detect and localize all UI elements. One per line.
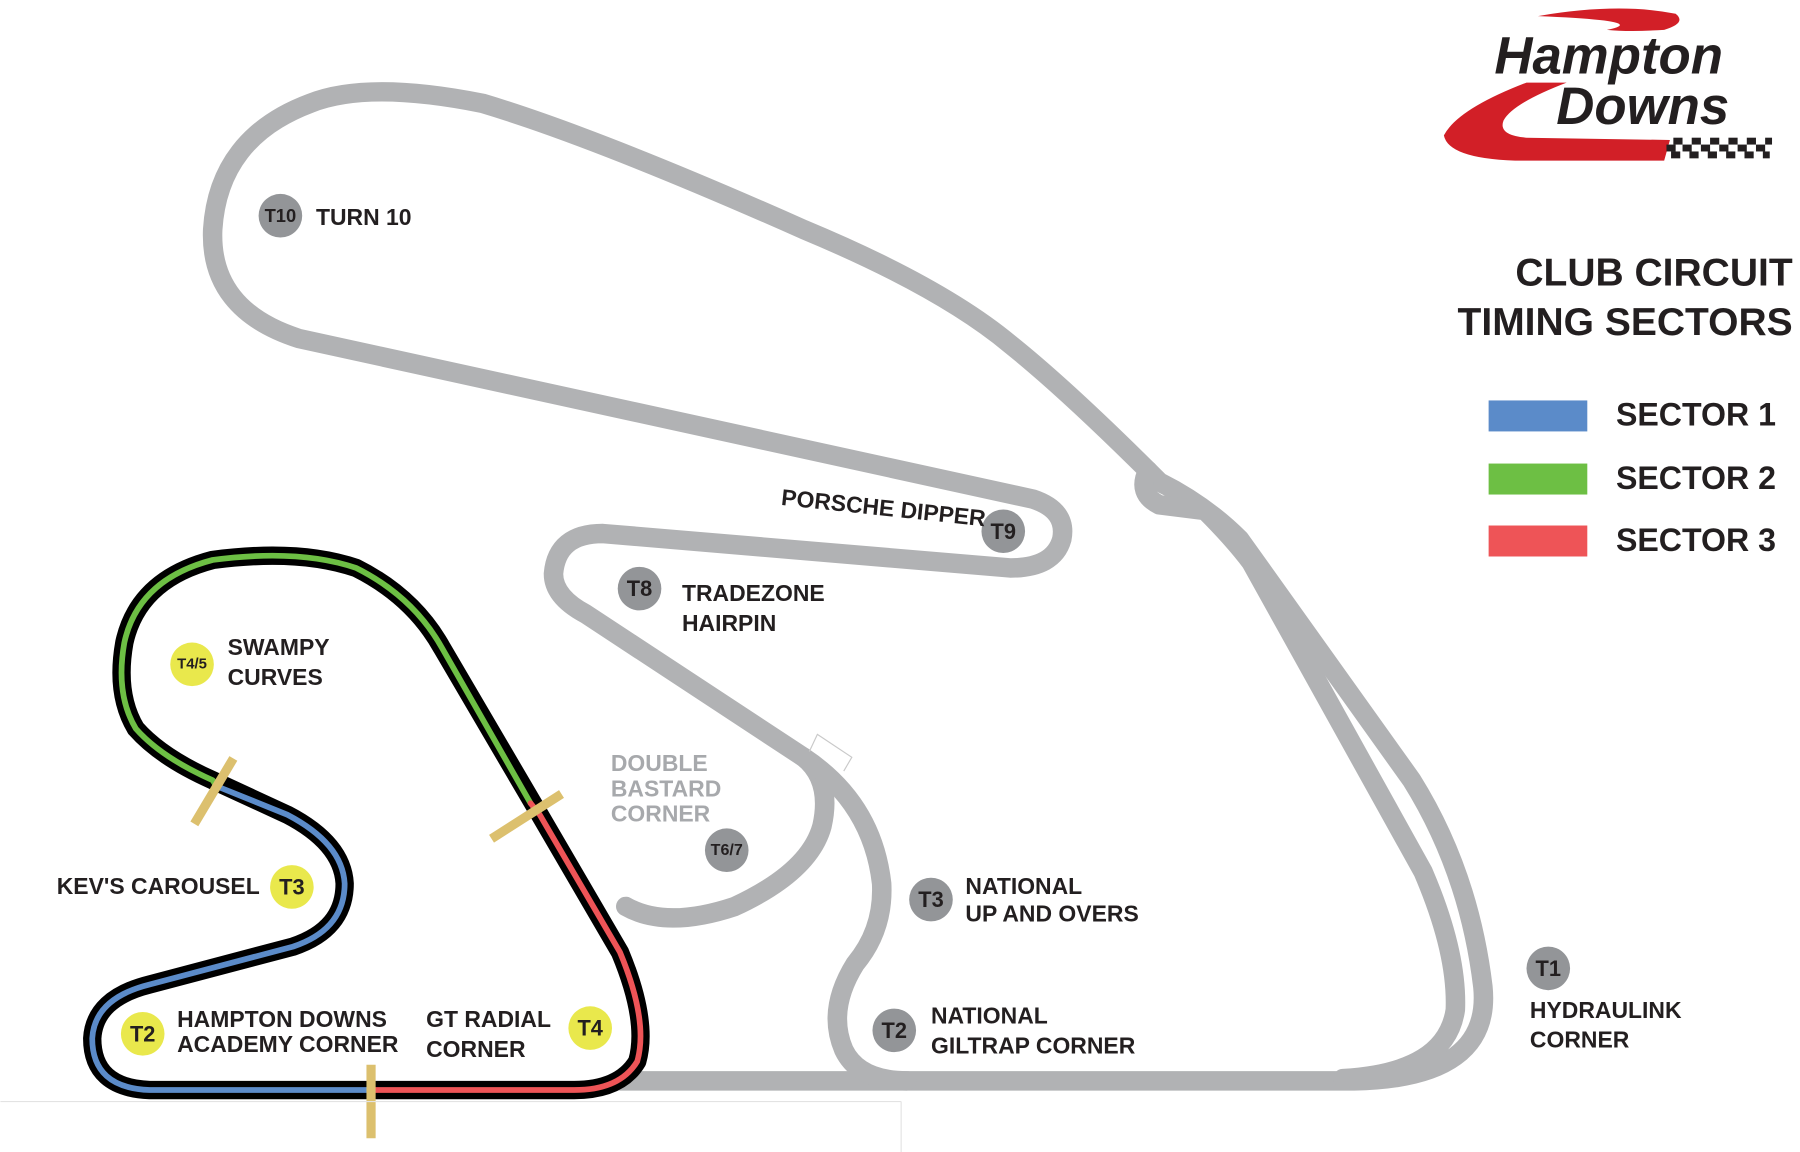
- badge-label: T3: [279, 874, 304, 899]
- sector-3-swatch: [1488, 525, 1588, 557]
- badge-t45: [170, 642, 214, 687]
- corner-t8: T8 TRADEZONE HAIRPIN: [617, 566, 825, 636]
- corner-t2-national: T2 NATIONAL GILTRAP CORNER: [872, 1002, 1136, 1058]
- logo-text: Hampton: [1494, 26, 1723, 85]
- badge-label: T9: [991, 519, 1016, 544]
- badge-label: T8: [627, 576, 652, 601]
- checkered-flag-icon: [1666, 137, 1773, 159]
- legend-item-sector-2: SECTOR 2: [1488, 460, 1776, 496]
- badge-t3: [270, 865, 314, 909]
- corner-name: NATIONAL: [931, 1002, 1048, 1028]
- corner-t3-national: T3 NATIONAL UP AND OVERS: [909, 873, 1139, 926]
- badge-t9: [981, 509, 1026, 554]
- badge-label: T3: [918, 887, 943, 912]
- hampton-downs-logo: Hampton Downs: [1443, 8, 1773, 161]
- corner-name: GILTRAP CORNER: [931, 1032, 1136, 1058]
- badge-t10: [258, 193, 303, 238]
- corner-name: SWAMPY: [228, 634, 330, 660]
- corner-name: UP AND OVERS: [965, 900, 1138, 926]
- badge-label: T4: [577, 1016, 602, 1041]
- badge-label: T10: [265, 205, 297, 226]
- sector-2-swatch: [1488, 463, 1588, 495]
- legend-label: SECTOR 1: [1616, 397, 1776, 433]
- badge-t2: [120, 1012, 165, 1056]
- legend-label: SECTOR 3: [1616, 522, 1776, 558]
- club-circuit: [83, 546, 650, 1100]
- corner-name: CORNER: [1530, 1027, 1630, 1053]
- corner-name: ACADEMY CORNER: [177, 1031, 399, 1057]
- badge-label: T6/7: [711, 841, 743, 859]
- sector-1-path: [89, 783, 373, 1093]
- corner-t1: T1 HYDRAULINK CORNER: [1526, 946, 1682, 1053]
- legend-item-sector-1: SECTOR 1: [1488, 397, 1776, 433]
- badge-label: T2: [882, 1018, 907, 1043]
- club-corner-t2: T2 HAMPTON DOWNS ACADEMY CORNER: [120, 1006, 399, 1057]
- corner-name: HAIRPIN: [682, 610, 776, 636]
- corner-name: NATIONAL: [965, 873, 1082, 899]
- map-title-line2: TIMING SECTORS: [1458, 301, 1793, 344]
- legend-label: SECTOR 2: [1616, 460, 1776, 496]
- badge-t3-national: [909, 877, 953, 922]
- legend: SECTOR 1 SECTOR 2 SECTOR 3: [1488, 397, 1776, 558]
- badge-label: T2: [130, 1021, 155, 1046]
- club-corner-t4: T4 GT RADIAL CORNER: [426, 1006, 612, 1062]
- sector-marker-1-2: [190, 756, 238, 827]
- corner-t67: T6/7 DOUBLE BASTARD CORNER: [611, 750, 749, 873]
- logo-text: Downs: [1556, 77, 1729, 136]
- corner-name: CURVES: [228, 664, 323, 690]
- corner-name: TRADEZONE: [682, 580, 825, 606]
- corner-name: HAMPTON DOWNS: [177, 1006, 387, 1032]
- corner-name: GT RADIAL: [426, 1006, 551, 1032]
- sector-2-path: [118, 552, 534, 807]
- sector-3-path: [367, 800, 644, 1093]
- corner-t10: T10 TURN 10: [258, 193, 412, 238]
- corner-name: KEV'S CAROUSEL: [57, 873, 260, 899]
- badge-label: T1: [1536, 956, 1561, 981]
- corner-name: CORNER: [611, 801, 711, 827]
- sector-marker-2-3: [489, 790, 564, 843]
- badge-t67: [704, 828, 749, 873]
- map-title-line1: CLUB CIRCUIT: [1515, 252, 1792, 295]
- sector-1-swatch: [1488, 400, 1588, 432]
- badge-t4: [568, 1006, 612, 1050]
- corner-name: BASTARD: [611, 775, 721, 801]
- club-corner-t45: T4/5 SWAMPY CURVES: [170, 634, 330, 690]
- badge-label: T4/5: [177, 656, 207, 672]
- badge-t2-national: [872, 1008, 917, 1053]
- corner-name: TURN 10: [316, 204, 412, 230]
- legend-item-sector-3: SECTOR 3: [1488, 522, 1776, 558]
- pit-marker: [808, 733, 853, 772]
- full-circuit-track: [202, 82, 1494, 1091]
- corner-name: DOUBLE: [611, 750, 708, 776]
- corner-name: HYDRAULINK: [1530, 997, 1682, 1023]
- corner-name: CORNER: [426, 1036, 526, 1062]
- badge-t1: [1526, 946, 1571, 991]
- club-corner-t3: T3 KEV'S CAROUSEL: [57, 865, 314, 909]
- badge-t8: [617, 566, 662, 611]
